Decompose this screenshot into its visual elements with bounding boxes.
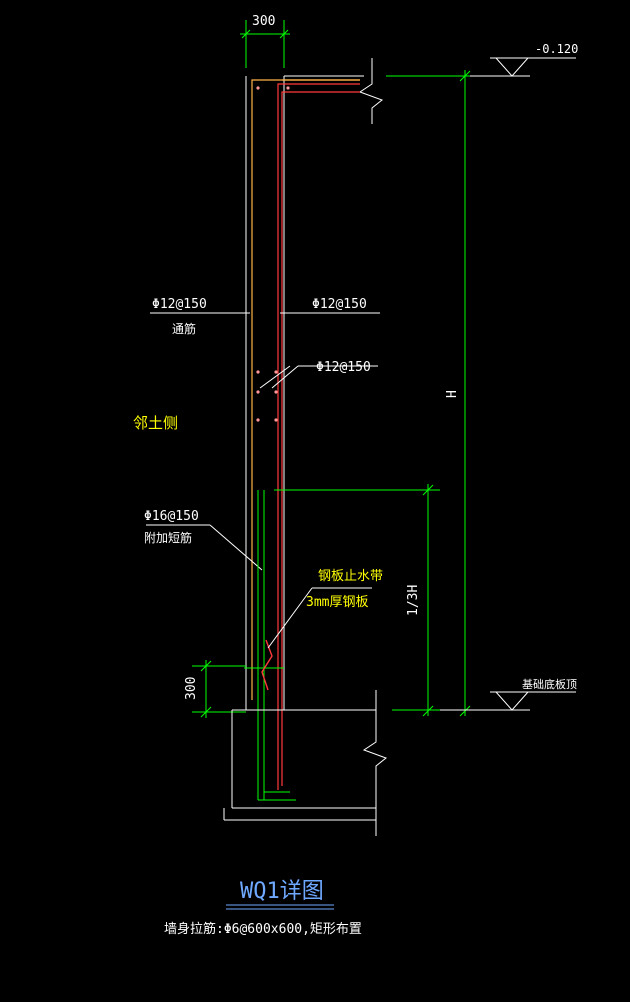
waterstop-label-1: 钢板止水带 [318, 569, 383, 584]
soil-side-label: 邻土侧 [133, 414, 178, 432]
leader-lines [146, 312, 380, 571]
bottom-dim-label: 300 [184, 677, 199, 700]
drawing-title: WQ1详图 [240, 879, 324, 904]
top-width-dimension [240, 20, 290, 68]
height-label: H [445, 390, 460, 398]
rebar-dots [256, 86, 290, 422]
break-line-top [358, 58, 384, 124]
elevation-top-label: -0.120 [535, 42, 578, 56]
foundation-label: 基础底板顶 [522, 677, 577, 691]
extra-short-bars [257, 490, 296, 801]
left-bar-spec: Φ12@150 [152, 297, 207, 312]
drawing-note: 墙身拉筋:Φ6@600x600,矩形布置 [164, 921, 362, 937]
left-bar-note: 通筋 [172, 321, 196, 336]
waterstop-label-2: 3mm厚钢板 [306, 595, 368, 610]
height-dimension [386, 70, 471, 717]
extra-bar-note: 附加短筋 [144, 530, 192, 545]
wall-outline [245, 75, 364, 710]
extra-bar-spec: Φ16@150 [144, 509, 199, 524]
bottom-dimension [192, 660, 246, 718]
third-height-label: 1/3H [406, 585, 421, 616]
inner-rebar [277, 83, 360, 790]
outer-rebar [251, 79, 360, 700]
third-height-dimension [274, 484, 440, 717]
tie-bar-spec: Φ12@150 [316, 360, 371, 375]
foundation-slab [223, 690, 388, 836]
top-width-label: 300 [252, 14, 275, 29]
right-bar-spec: Φ12@150 [312, 297, 367, 312]
waterstop [244, 587, 372, 691]
title-underline [226, 904, 334, 910]
